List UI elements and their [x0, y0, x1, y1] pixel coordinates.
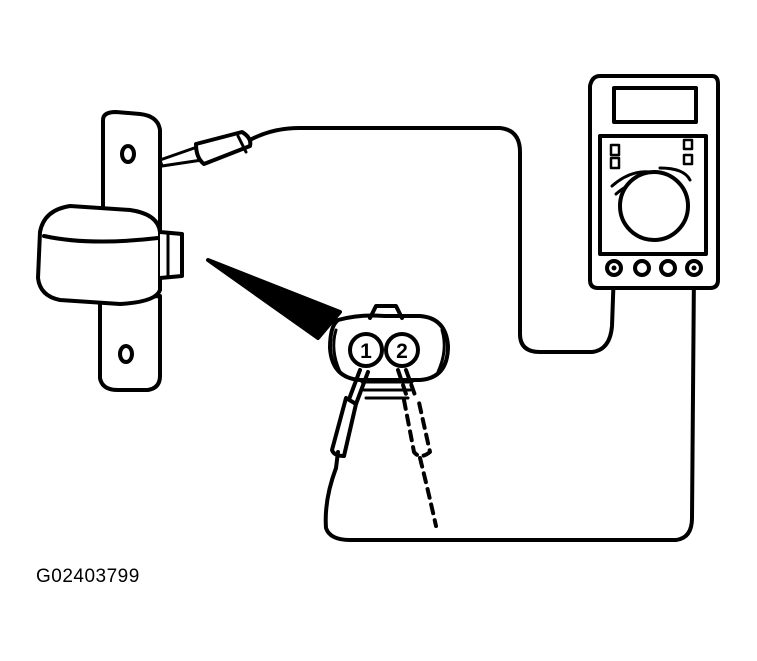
probe-handle	[194, 130, 253, 166]
meter-button-b	[609, 156, 621, 170]
figure-code: G02403799	[36, 566, 140, 587]
sensor-component	[36, 110, 184, 392]
meter-button-c	[682, 138, 694, 151]
detail-pointer	[206, 258, 342, 340]
meter-button-d	[682, 153, 694, 166]
probe-terminal-2	[396, 368, 438, 528]
connector-detail	[328, 304, 450, 400]
pin-1-label: 1	[360, 340, 372, 363]
terminal-1	[348, 332, 384, 368]
probe-sensor-terminal	[158, 130, 253, 168]
jack-2	[633, 259, 651, 277]
multimeter	[588, 74, 720, 290]
terminal-2	[384, 332, 420, 368]
upper-mounting-hole	[120, 144, 136, 164]
lower-mounting-hole	[118, 344, 134, 364]
sensor-body	[36, 204, 162, 306]
connector-latch	[368, 304, 404, 320]
sensor-lower-bracket	[98, 294, 162, 392]
test-lead-input	[323, 268, 696, 542]
pin-2-label: 2	[396, 340, 408, 363]
multimeter-display	[612, 86, 698, 124]
test-lead-com	[248, 126, 616, 354]
multimeter-rotary-dial	[618, 170, 690, 242]
sensor-connector-stub	[158, 230, 184, 280]
meter-button-a	[609, 143, 621, 157]
probe-terminal-1	[330, 368, 370, 470]
jack-3	[659, 259, 677, 277]
